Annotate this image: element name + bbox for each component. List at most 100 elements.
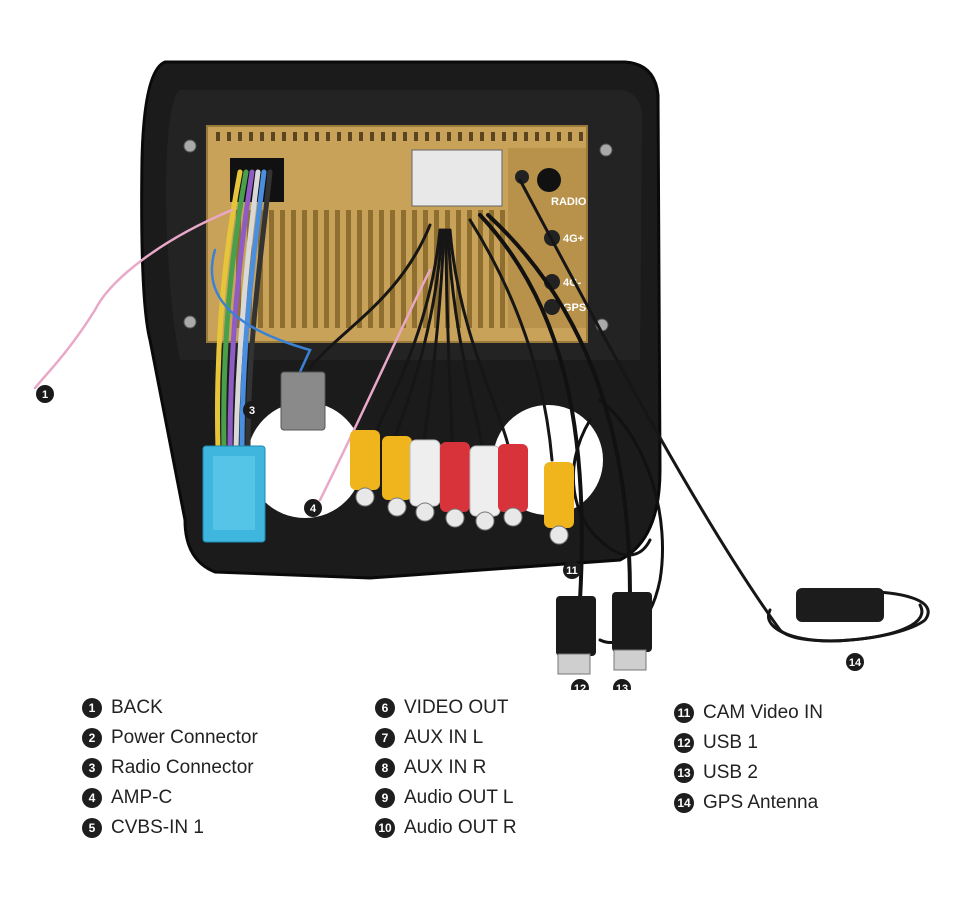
vent-slot	[238, 132, 242, 141]
rca-plug-aux-l	[409, 439, 441, 507]
legend-label: VIDEO OUT	[404, 697, 509, 718]
vent-slot	[480, 132, 484, 141]
panel-label-radio: RADIO	[551, 196, 587, 208]
vent-slot	[425, 132, 429, 141]
rca-tip-cvbs-in	[355, 487, 375, 507]
screw	[599, 143, 613, 157]
legend-badge: 2	[82, 728, 102, 748]
usb-plugs	[556, 592, 652, 675]
rca-plug-cam-in	[544, 462, 574, 528]
callout-number-8: 8	[459, 542, 467, 559]
gps-antenna-module	[796, 588, 884, 622]
antenna-port	[515, 170, 529, 184]
screw	[183, 315, 197, 329]
heatsink-fin	[291, 210, 296, 328]
vent-slot	[392, 132, 396, 141]
vent-slot	[271, 132, 275, 141]
callout-badge-12	[571, 679, 589, 690]
heatsink-fin	[346, 210, 351, 328]
screw	[183, 139, 197, 153]
vent-slot	[282, 132, 286, 141]
callout-number-3: 3	[249, 405, 255, 417]
legend-label: USB 1	[703, 732, 758, 753]
rca-tip-audio-out-l	[475, 511, 495, 531]
multi-pin-socket	[411, 149, 503, 207]
vent-slot	[315, 132, 319, 141]
callout-number-10: 10	[516, 538, 533, 555]
heatsink-fin	[489, 210, 494, 328]
vent-slot	[535, 132, 539, 141]
vent-slot	[370, 132, 374, 141]
legend-badge: 5	[82, 818, 102, 838]
heatsink-fin	[269, 210, 274, 328]
rca-plug-audio-out-r	[498, 444, 528, 512]
rca-tip-aux-l	[415, 502, 435, 522]
legend-badge: 8	[375, 758, 395, 778]
legend-item-amp-c: 4 AMP-C	[82, 783, 258, 813]
vent-slot	[568, 132, 572, 141]
vent-slot	[458, 132, 462, 141]
callout-number-14: 14	[849, 657, 862, 669]
legend-badge: 9	[375, 788, 395, 808]
heatsink-fin	[280, 210, 285, 328]
vent-slot	[414, 132, 418, 141]
vent-slot	[337, 132, 341, 141]
vent-slot	[436, 132, 440, 141]
power-connector-detail	[213, 456, 255, 530]
legend-label: AMP-C	[111, 787, 173, 808]
legend-badge: 13	[674, 763, 694, 783]
vent-slots	[216, 132, 583, 141]
rca-plug-cvbs-in	[350, 430, 380, 490]
legend-label: Power Connector	[111, 727, 258, 748]
usb-port-1	[557, 653, 591, 675]
legend-badge: 14	[674, 793, 694, 813]
vent-slot	[304, 132, 308, 141]
usb-plug-2	[612, 592, 652, 652]
vent-slot	[348, 132, 352, 141]
heatsink-fin	[379, 210, 384, 328]
vent-slot	[513, 132, 517, 141]
usb-port-2	[613, 649, 647, 671]
heatsink-fin	[467, 210, 472, 328]
legend-item-aux-in-r: 8 AUX IN R	[375, 753, 517, 783]
callout-number-12: 12	[574, 683, 586, 690]
legend-label: AUX IN L	[404, 727, 484, 748]
callout-number-5: 5	[340, 518, 348, 535]
heatsink-fin	[401, 210, 406, 328]
callout-number-11: 11	[566, 565, 578, 577]
legend-label: BACK	[111, 697, 163, 718]
heatsink-fin	[478, 210, 483, 328]
legend-badge: 7	[375, 728, 395, 748]
legend-badge: 12	[674, 733, 694, 753]
vent-slot	[447, 132, 451, 141]
heatsink-fin	[302, 210, 307, 328]
heatsink-fin	[390, 210, 395, 328]
heatsink-fin	[335, 210, 340, 328]
legend-item-usb-1: 12 USB 1	[674, 728, 823, 758]
vent-slot	[491, 132, 495, 141]
rca-tip-video-out	[387, 497, 407, 517]
legend-badge: 4	[82, 788, 102, 808]
heatsink-fin	[500, 210, 505, 328]
legend-item-power-connector: 2 Power Connector	[82, 723, 258, 753]
legend-badge: 3	[82, 758, 102, 778]
callout-number-7: 7	[414, 537, 422, 554]
legend-badge: 11	[674, 703, 694, 723]
vent-slot	[579, 132, 583, 141]
legend-label: AUX IN R	[404, 757, 487, 778]
vent-slot	[249, 132, 253, 141]
vent-slot	[502, 132, 506, 141]
rca-tip-cam-in	[549, 525, 569, 545]
rca-plugs	[350, 430, 574, 545]
vent-slot	[381, 132, 385, 141]
legend-badge: 6	[375, 698, 395, 718]
vent-slot	[557, 132, 561, 141]
gps-port	[544, 299, 560, 315]
